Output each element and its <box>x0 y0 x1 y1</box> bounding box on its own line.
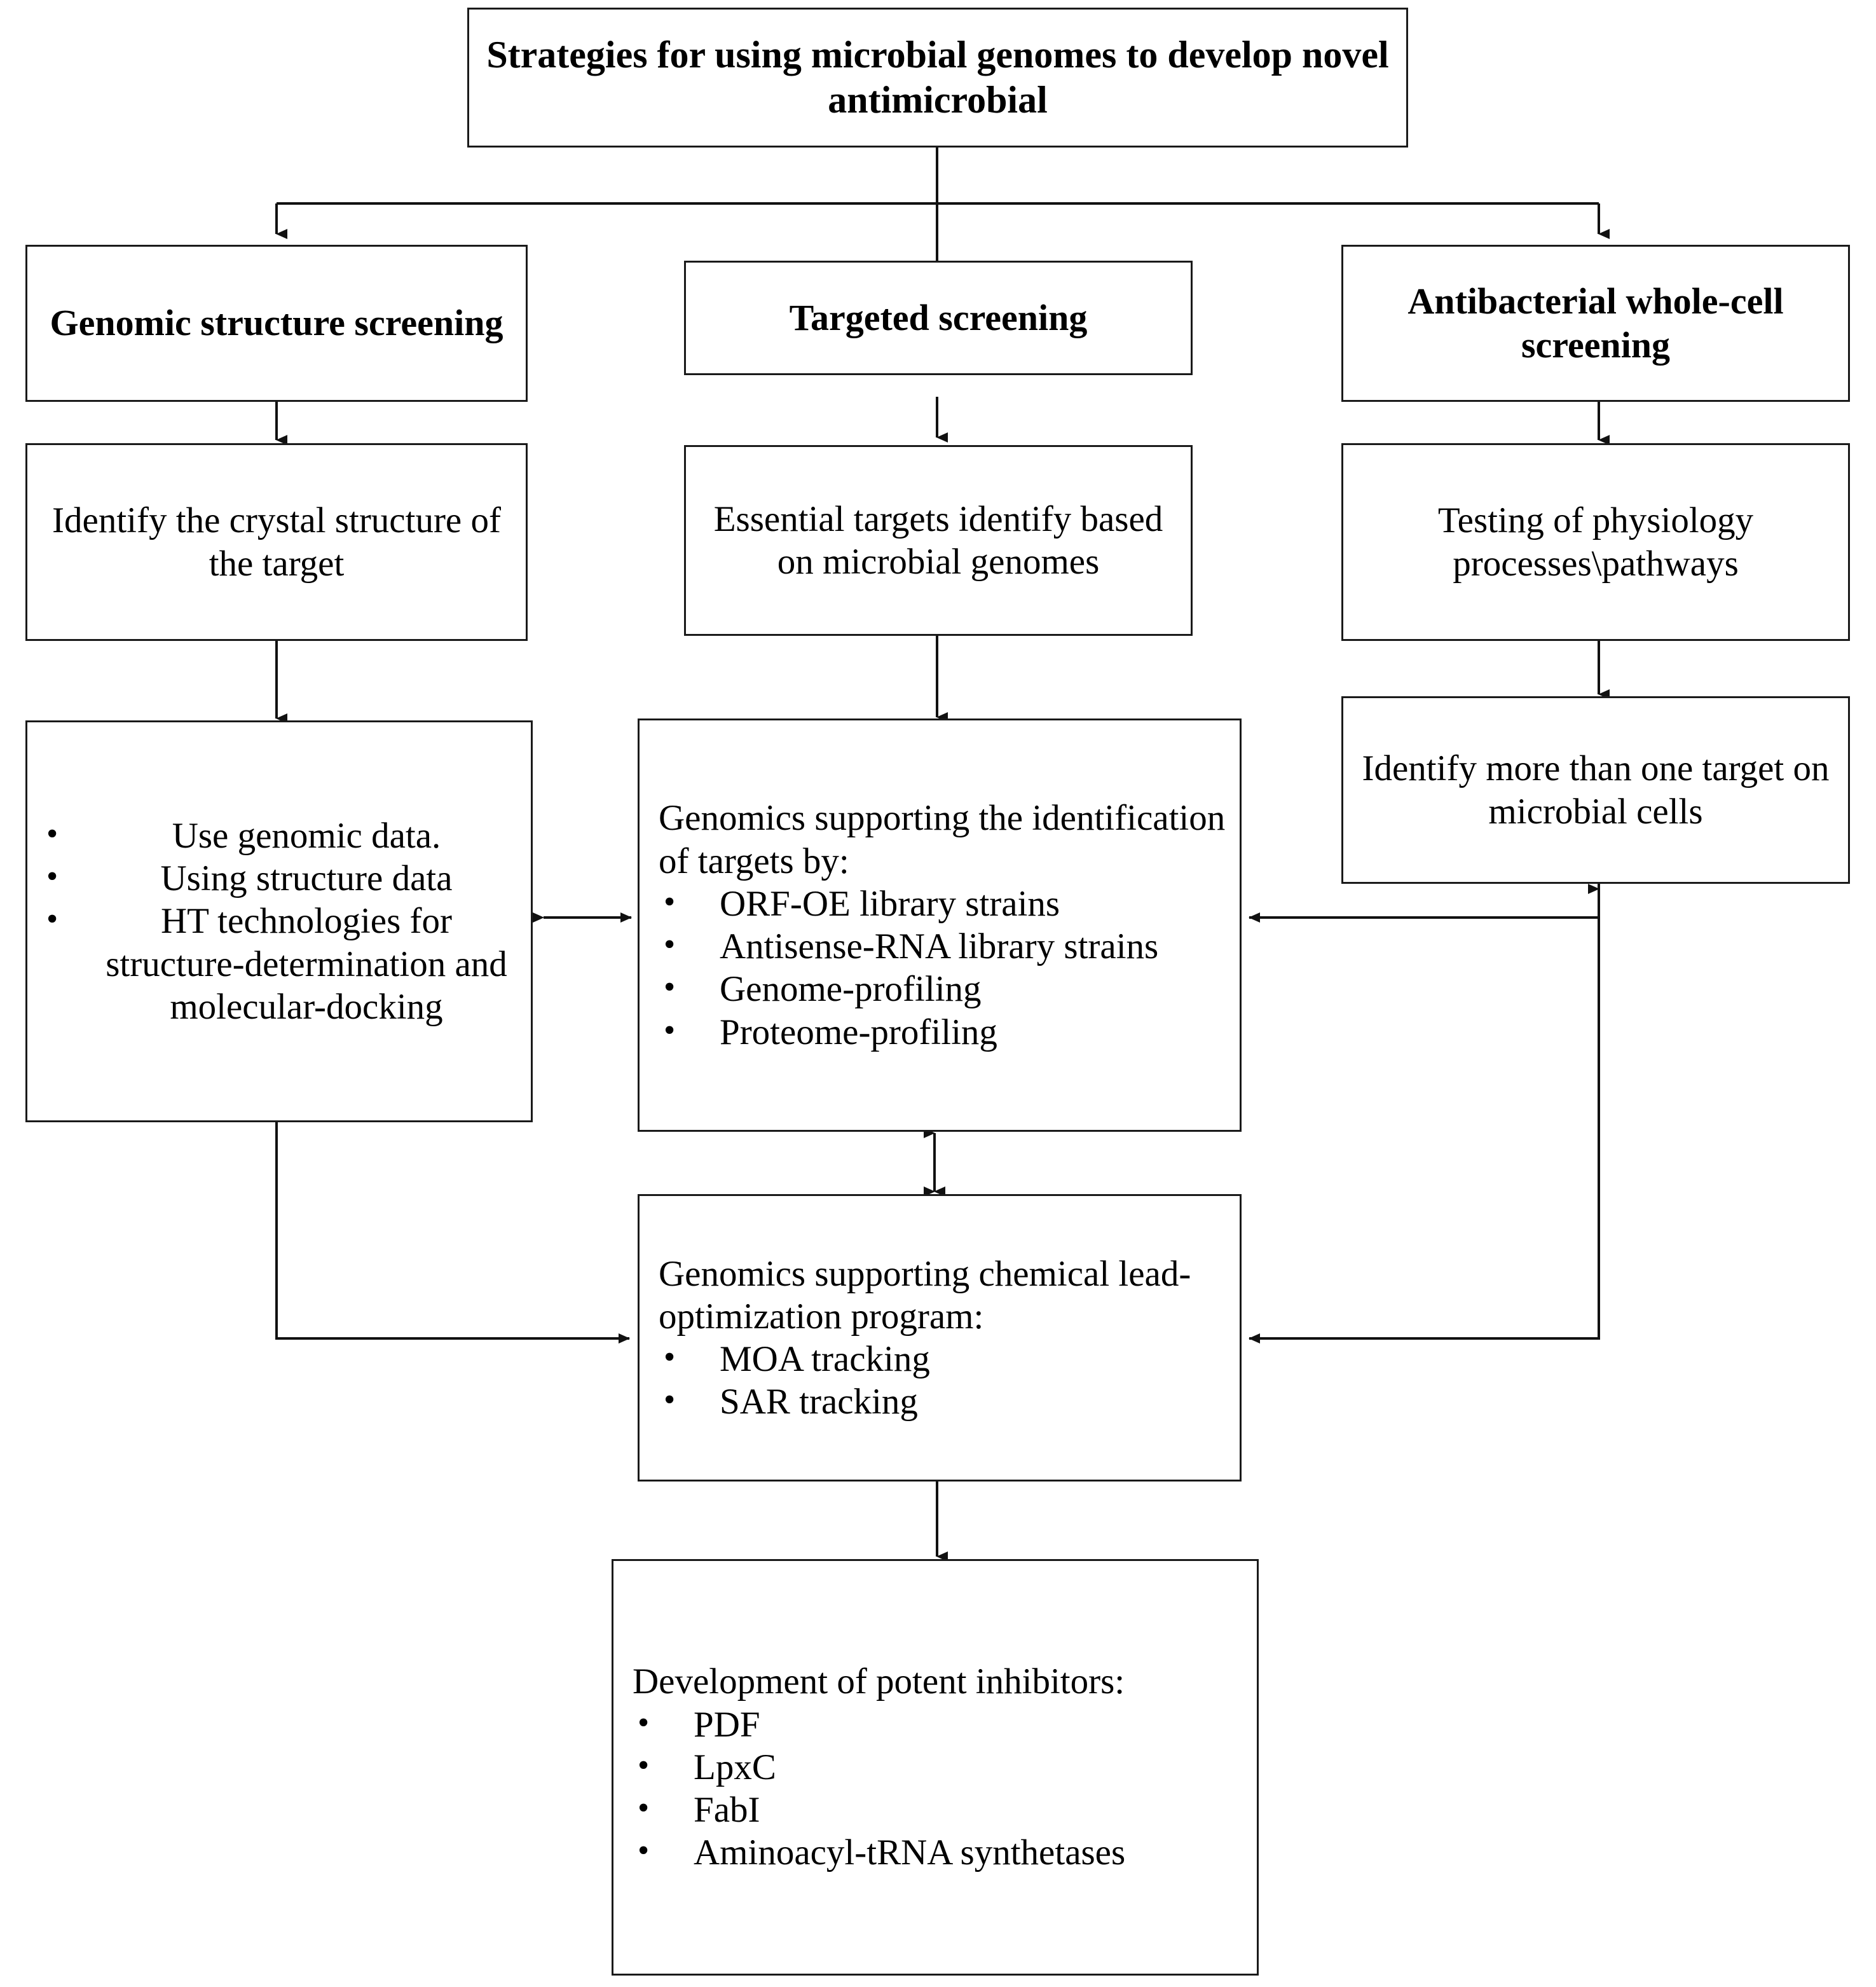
column-3-detail-box: Identify more than one target on microbi… <box>1341 696 1850 884</box>
title-box: Strategies for using microbial genomes t… <box>467 8 1408 148</box>
edge-detail1-to-lead <box>275 1122 630 1344</box>
column-2-detail-heading: Genomics supporting the identification o… <box>659 798 1226 881</box>
column-3-heading-text: Antibacterial whole-cell screening <box>1407 280 1784 366</box>
lead-optimization-bullet-list: MOA tracking SAR tracking <box>640 1338 1240 1424</box>
list-item: FabI <box>633 1789 1257 1831</box>
column-3-heading-box: Antibacterial whole-cell screening <box>1341 245 1850 402</box>
list-item: Genome-profiling <box>659 968 1240 1010</box>
list-item: Using structure data <box>27 857 531 900</box>
column-2-bullet-list: ORF-OE library strains Antisense-RNA lib… <box>640 883 1240 1054</box>
list-item: ORF-OE library strains <box>659 883 1240 925</box>
edge-right-to-lead <box>1249 884 1600 1344</box>
output-inhibitors-bullet-list: PDF LpxC FabI Aminoacyl-tRNA synthetases <box>613 1703 1257 1874</box>
column-2-detail-box: Genomics supporting the identification o… <box>638 718 1242 1132</box>
column-2-step-box: Essential targets identify based on micr… <box>684 445 1193 636</box>
column-1-detail-box: Use genomic data. Using structure data H… <box>25 720 533 1122</box>
lead-optimization-box: Genomics supporting chemical lead-optimi… <box>638 1194 1242 1482</box>
output-inhibitors-heading: Development of potent inhibitors: <box>633 1661 1125 1702</box>
list-item: LpxC <box>633 1746 1257 1789</box>
column-1-step-text: Identify the crystal structure of the ta… <box>52 500 501 584</box>
column-1-heading-text: Genomic structure screening <box>50 302 503 344</box>
column-2-heading-text: Targeted screening <box>789 296 1088 338</box>
column-2-step-text: Essential targets identify based on micr… <box>713 498 1163 582</box>
column-2-heading-box: Targeted screening <box>684 261 1193 375</box>
column-3-step-box: Testing of physiology processes\pathways <box>1341 443 1850 641</box>
list-item: Proteome-profiling <box>659 1011 1240 1054</box>
column-1-heading-box: Genomic structure screening <box>25 245 528 402</box>
output-inhibitors-box: Development of potent inhibitors: PDF Lp… <box>612 1559 1259 1976</box>
list-item: HT technologies for structure-determinat… <box>27 900 531 1028</box>
list-item: Aminoacyl-tRNA synthetases <box>633 1831 1257 1874</box>
title-text: Strategies for using microbial genomes t… <box>486 34 1389 121</box>
list-item: Use genomic data. <box>27 815 531 857</box>
column-1-bullet-list: Use genomic data. Using structure data H… <box>27 815 531 1028</box>
list-item: Antisense-RNA library strains <box>659 925 1240 968</box>
lead-optimization-heading: Genomics supporting chemical lead-optimi… <box>659 1253 1191 1337</box>
column-1-step-box: Identify the crystal structure of the ta… <box>25 443 528 641</box>
edge-right-to-detail2 <box>1249 884 1600 923</box>
column-3-detail-text: Identify more than one target on microbi… <box>1362 748 1830 832</box>
list-item: MOA tracking <box>659 1338 1240 1380</box>
list-item: SAR tracking <box>659 1380 1240 1423</box>
list-item: PDF <box>633 1703 1257 1746</box>
column-3-step-text: Testing of physiology processes\pathways <box>1437 500 1754 584</box>
